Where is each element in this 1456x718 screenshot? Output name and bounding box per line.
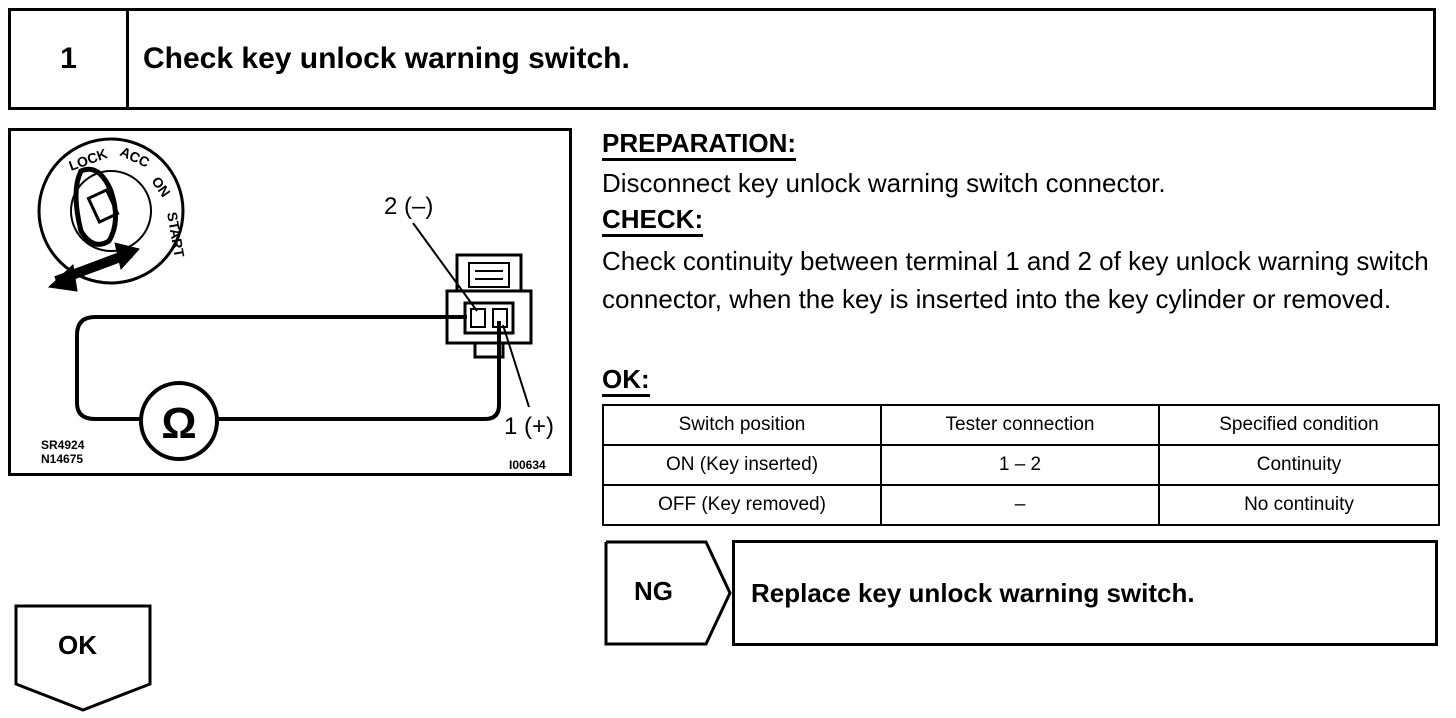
ng-action: Replace key unlock warning switch.	[732, 540, 1438, 646]
circuit-diagram: LOCK ACC ON START Ω	[37, 137, 533, 461]
figure-code-n: N14675	[41, 452, 84, 466]
wiring-illustration: LOCK ACC ON START Ω 2 (–) 1 (+) SR4924 N…	[8, 128, 572, 476]
check-text: Check continuity between terminal 1 and …	[602, 246, 1429, 314]
spec-table: Switch position Tester connection Specif…	[602, 404, 1440, 526]
ok-result: OK	[14, 604, 152, 712]
ok-arrow-icon	[14, 604, 152, 712]
ok-heading: OK:	[602, 364, 650, 397]
preparation-heading: PREPARATION:	[602, 128, 797, 161]
table-cell: OFF (Key removed)	[602, 484, 882, 526]
table-header-row: Switch position Tester connection Specif…	[602, 404, 1440, 446]
connector-icon	[445, 253, 533, 359]
table-row: OFF (Key removed) – No continuity	[602, 484, 1440, 526]
check-heading: CHECK:	[602, 204, 704, 237]
header-switch-position: Switch position	[602, 404, 882, 446]
step-header: 1 Check key unlock warning switch.	[8, 8, 1436, 110]
figure-code-i: I00634	[509, 458, 546, 472]
table-row: ON (Key inserted) 1 – 2 Continuity	[602, 444, 1440, 486]
table-cell: ON (Key inserted)	[602, 444, 882, 486]
tester-wire	[75, 315, 501, 421]
step-number: 1	[11, 11, 129, 107]
step-title: Check key unlock warning switch.	[143, 42, 630, 75]
ohm-symbol: Ω	[161, 399, 196, 448]
preparation-text: Disconnect key unlock warning switch con…	[602, 168, 1166, 198]
table-cell: Continuity	[1158, 444, 1440, 486]
cylinder-mark-start: START	[164, 211, 188, 259]
ng-label: NG	[634, 576, 673, 606]
terminal-1-label: 1 (+)	[504, 413, 555, 440]
ok-label: OK	[58, 630, 97, 660]
key-cylinder-icon	[37, 137, 185, 292]
ng-result: NG Replace key unlock warning switch.	[604, 540, 1438, 646]
table-cell: –	[880, 484, 1160, 526]
terminal-1-leader	[502, 324, 530, 408]
ng-arrow-icon	[604, 540, 732, 646]
terminal-2-label: 2 (–)	[384, 193, 434, 220]
terminal-2-leader	[412, 222, 478, 312]
header-tester-connection: Tester connection	[880, 404, 1160, 446]
header-specified-condition: Specified condition	[1158, 404, 1440, 446]
table-cell: 1 – 2	[880, 444, 1160, 486]
ohmmeter-icon	[139, 381, 219, 461]
cylinder-mark-on: ON	[149, 174, 174, 200]
table-cell: No continuity	[1158, 484, 1440, 526]
figure-code-sr: SR4924	[41, 438, 85, 452]
